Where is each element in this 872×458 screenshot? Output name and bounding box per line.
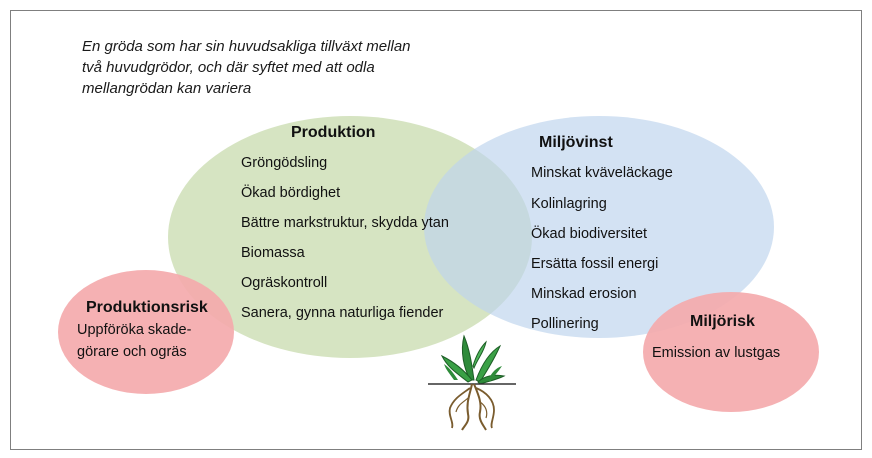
miljovinst-item: Minskad erosion [531,286,637,302]
miljovinst-item: Ökad biodiversitet [531,226,648,242]
produktion-item: Sanera, gynna naturliga fiender [241,305,444,321]
produktionsrisk-title: Produktionsrisk [86,299,208,316]
plant-with-roots-icon [428,334,516,431]
produktion-item: Gröngödsling [241,155,328,171]
produktionsrisk-line: Uppföröka skade- [77,322,192,338]
miljovinst-title: Miljövinst [539,134,613,151]
intro-line: En gröda som har sin huvudsakliga tillvä… [82,38,411,55]
miljovinst-item: Minskat kväveläckage [531,165,673,181]
intro-text: En gröda som har sin huvudsakliga tillvä… [82,36,502,99]
produktion-item: Ökad bördighet [241,185,341,201]
produktionsrisk-line: görare och ogräs [77,344,187,360]
miljorisk-ellipse [643,292,819,412]
miljorisk-line: Emission av lustgas [652,345,781,361]
miljovinst-item: Pollinering [531,316,599,332]
intro-line: mellangrödan kan variera [82,80,252,97]
produktionsrisk-ellipse [58,270,234,394]
intro-line: två huvudgrödor, och där syftet med att … [82,59,375,76]
produktion-item: Biomassa [241,245,305,261]
produktion-title: Produktion [291,124,376,141]
produktion-item: Ogräskontroll [241,275,328,291]
miljorisk-title: Miljörisk [690,313,755,330]
produktion-item: Bättre markstruktur, skydda ytan [241,215,449,231]
miljovinst-item: Ersätta fossil energi [531,256,659,272]
miljovinst-item: Kolinlagring [531,196,607,212]
